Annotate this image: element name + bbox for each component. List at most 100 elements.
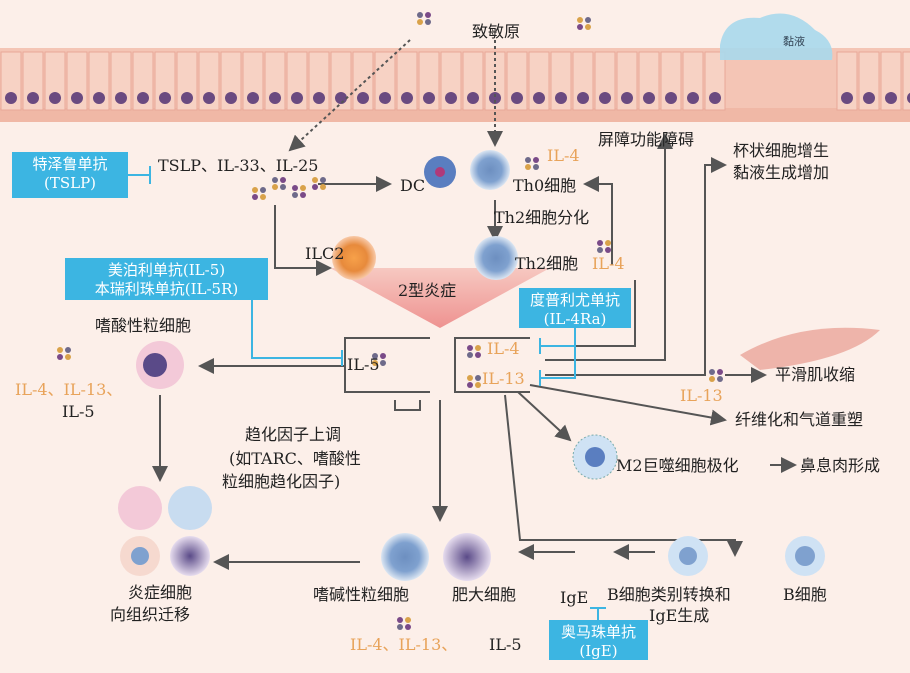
cytokine-dot — [717, 369, 723, 375]
cytokine-dot — [533, 164, 539, 170]
cytokine-dot — [260, 187, 266, 193]
allergen-label: 致敏原 — [472, 22, 521, 41]
epithelial-nucleus — [93, 92, 105, 104]
cytokine-dot — [585, 24, 591, 30]
epithelial-nucleus — [621, 92, 633, 104]
cytokine-dot — [533, 157, 539, 163]
cytokine-dot — [292, 192, 298, 198]
epithelial-nucleus — [357, 92, 369, 104]
epithelial-nucleus — [907, 92, 910, 104]
cytokine-dot — [425, 19, 431, 25]
cytokine-dot — [597, 247, 603, 253]
cytokine-dot — [300, 192, 306, 198]
th2-label: Th2细胞 — [515, 254, 579, 273]
epithelial-nucleus — [709, 92, 721, 104]
epithelial-nucleus — [687, 92, 699, 104]
cytokine-dot — [405, 624, 411, 630]
cytokine-dot — [475, 352, 481, 358]
mucus-production-label: 黏液生成增加 — [733, 163, 830, 182]
epithelial-nucleus — [49, 92, 61, 104]
chemokine-example-2: 粒细胞趋化因子) — [222, 472, 341, 491]
epithelial-nucleus — [27, 92, 39, 104]
type2-arrow-shape — [330, 268, 550, 328]
bcell-label: B细胞 — [783, 585, 827, 604]
epithelial-nucleus — [555, 92, 567, 104]
cytokine-dot — [252, 194, 258, 200]
chemokine-label: 趋化因子上调 — [245, 425, 342, 444]
cytokine-dot — [292, 185, 298, 191]
epithelial-nucleus — [665, 92, 677, 104]
epithelial-nucleus — [181, 92, 193, 104]
cytokine-dot — [372, 353, 378, 359]
epithelial-nucleus — [71, 92, 83, 104]
cytokine-dot — [312, 184, 318, 190]
cytokine-dot — [475, 345, 481, 351]
mast-cytokines-orange: IL-4、IL-13、 — [350, 635, 458, 654]
cytokine-dot — [397, 624, 403, 630]
epithelial-nucleus — [247, 92, 259, 104]
barrier-label: 屏障功能障碍 — [598, 130, 695, 149]
eos-cytokines-black: IL-5 — [62, 402, 95, 421]
mepolizumab-box: 美泊利单抗(IL-5) 本瑞利珠单抗(IL-5R) — [65, 258, 268, 300]
goblet-label: 杯状细胞增生 — [733, 141, 830, 160]
epithelial-nucleus — [467, 92, 479, 104]
cytokine-dot — [372, 360, 378, 366]
cytokine-dot — [57, 354, 63, 360]
mucus-blob — [720, 13, 833, 60]
m2-label: M2巨噬细胞极化 — [616, 456, 739, 475]
smooth-muscle-label: 平滑肌收缩 — [775, 365, 856, 384]
cytokine-dot — [467, 382, 473, 388]
mast-cytokines-black: IL-5 — [489, 635, 522, 654]
ige-label: IgE — [560, 588, 589, 607]
cytokine-dot — [320, 177, 326, 183]
epithelial-cell — [902, 51, 910, 111]
tezepelumab-box: 特泽鲁单抗 (TSLP) — [12, 152, 128, 198]
epithelial-nucleus — [885, 92, 897, 104]
migration-label-2: 向组织迁移 — [110, 605, 191, 624]
polyp-label: 鼻息肉形成 — [800, 456, 881, 475]
epithelium — [0, 13, 910, 122]
epithelial-nucleus — [5, 92, 17, 104]
il4-th2-label: IL-4 — [592, 254, 625, 273]
eos-cytokines-orange: IL-4、IL-13、 — [15, 380, 123, 399]
drug-name: 本瑞利珠单抗(IL-5R) — [94, 280, 239, 298]
cytokine-dot — [272, 177, 278, 183]
alarmins-label: TSLP、IL-33、IL-25 — [158, 156, 319, 175]
drug-target: (IgE) — [579, 642, 618, 660]
cytokine-dot — [425, 12, 431, 18]
cytokine-dot — [525, 164, 531, 170]
bswitch-label: B细胞类别转换和 — [607, 585, 731, 604]
cytokine-dot — [577, 17, 583, 23]
mast-cell-label: 肥大细胞 — [452, 585, 517, 604]
epithelial-nucleus — [577, 92, 589, 104]
cytokine-dot — [380, 353, 386, 359]
eosinophil-label: 嗜酸性粒细胞 — [95, 316, 192, 335]
epithelial-nucleus — [533, 92, 545, 104]
cytokine-dot — [467, 352, 473, 358]
epithelial-nucleus — [313, 92, 325, 104]
epithelial-nucleus — [401, 92, 413, 104]
epithelial-nucleus — [423, 92, 435, 104]
cytokine-dot — [577, 24, 583, 30]
cytokine-dot — [417, 12, 423, 18]
ige-production-label: IgE生成 — [649, 606, 710, 625]
cytokine-dot — [717, 376, 723, 382]
cytokine-dot — [475, 375, 481, 381]
epithelial-nucleus — [643, 92, 655, 104]
migration-label: 炎症细胞 — [128, 583, 193, 602]
cytokine-dot — [709, 376, 715, 382]
epithelial-nucleus — [863, 92, 875, 104]
cytokine-dot — [65, 354, 71, 360]
epithelial-nucleus — [159, 92, 171, 104]
il4-label: IL-4 — [487, 339, 520, 358]
epithelial-nucleus — [379, 92, 391, 104]
epithelial-nucleus — [599, 92, 611, 104]
il4-th0-label: IL-4 — [547, 146, 580, 165]
drug-target: (TSLP) — [43, 174, 97, 192]
cytokine-dot — [320, 184, 326, 190]
type2-label: 2型炎症 — [398, 281, 457, 300]
cytokine-dot — [272, 184, 278, 190]
cytokine-dot — [585, 17, 591, 23]
cytokine-dot — [605, 240, 611, 246]
